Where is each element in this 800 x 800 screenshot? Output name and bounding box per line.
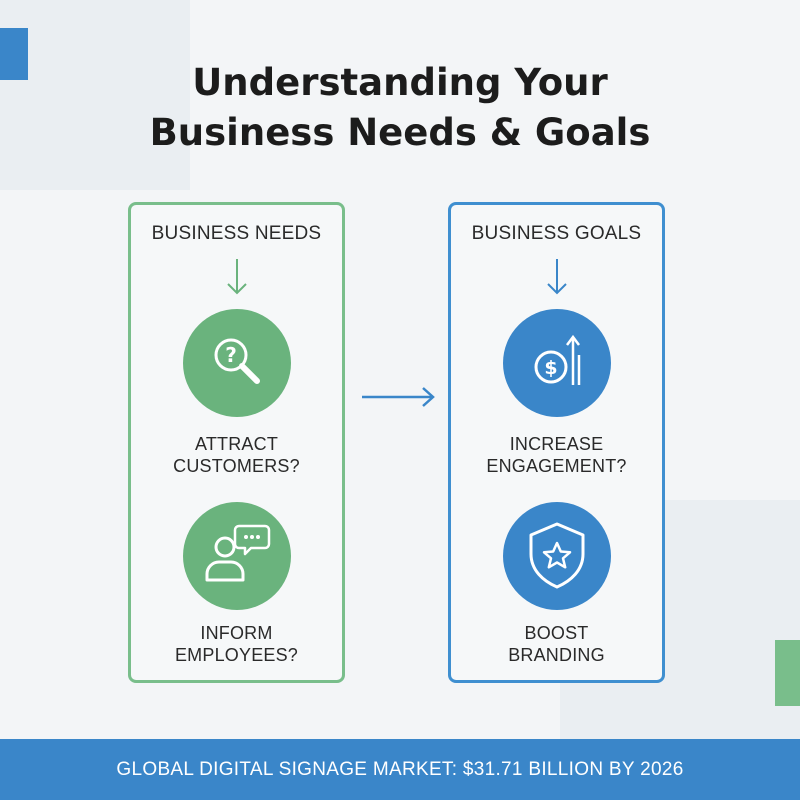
person-speech-bubble-icon <box>182 502 291 610</box>
business-needs-card: BUSINESS NEEDS ? ATTRACT CUSTOMERS? INFO… <box>128 202 345 683</box>
corner-decoration-block-green <box>775 640 800 706</box>
increase-engagement-label: INCREASE ENGAGEMENT? <box>451 433 662 477</box>
title-line-2: Business Needs & Goals <box>149 111 651 154</box>
title-line-1: Understanding Your <box>192 61 608 104</box>
business-goals-card: BUSINESS GOALS $ INCREASE ENGAGEMENT? BO… <box>448 202 665 683</box>
attract-customers-label: ATTRACT CUSTOMERS? <box>131 433 342 477</box>
svg-text:$: $ <box>544 357 557 379</box>
inform-employees-label: INFORM EMPLOYEES? <box>131 622 342 666</box>
boost-branding-label: BOOST BRANDING <box>451 622 662 666</box>
magnifier-question-icon: ? <box>182 309 291 417</box>
label-line-2: CUSTOMERS? <box>173 456 300 476</box>
label-line-1: ATTRACT <box>194 434 279 454</box>
dollar-growth-icon: $ <box>502 309 611 417</box>
shield-star-icon <box>502 502 611 610</box>
label-line-1: BOOST <box>524 623 589 643</box>
corner-decoration-top-left <box>0 0 190 190</box>
label-line-1: INFORM <box>200 623 273 643</box>
corner-decoration-block-blue <box>0 28 28 80</box>
svg-text:?: ? <box>225 343 237 367</box>
market-stat-banner: GLOBAL DIGITAL SIGNAGE MARKET: $31.71 BI… <box>0 739 800 800</box>
down-arrow-icon <box>226 259 247 295</box>
label-line-2: EMPLOYEES? <box>174 645 299 665</box>
business-needs-heading: BUSINESS NEEDS <box>151 223 322 244</box>
label-line-1: INCREASE <box>509 434 604 454</box>
right-arrow-icon <box>362 387 435 407</box>
label-line-2: BRANDING <box>508 645 605 665</box>
page-title: Understanding Your Business Needs & Goal… <box>0 58 800 158</box>
down-arrow-icon <box>546 259 567 295</box>
label-line-2: ENGAGEMENT? <box>486 456 627 476</box>
business-goals-heading: BUSINESS GOALS <box>471 223 642 244</box>
